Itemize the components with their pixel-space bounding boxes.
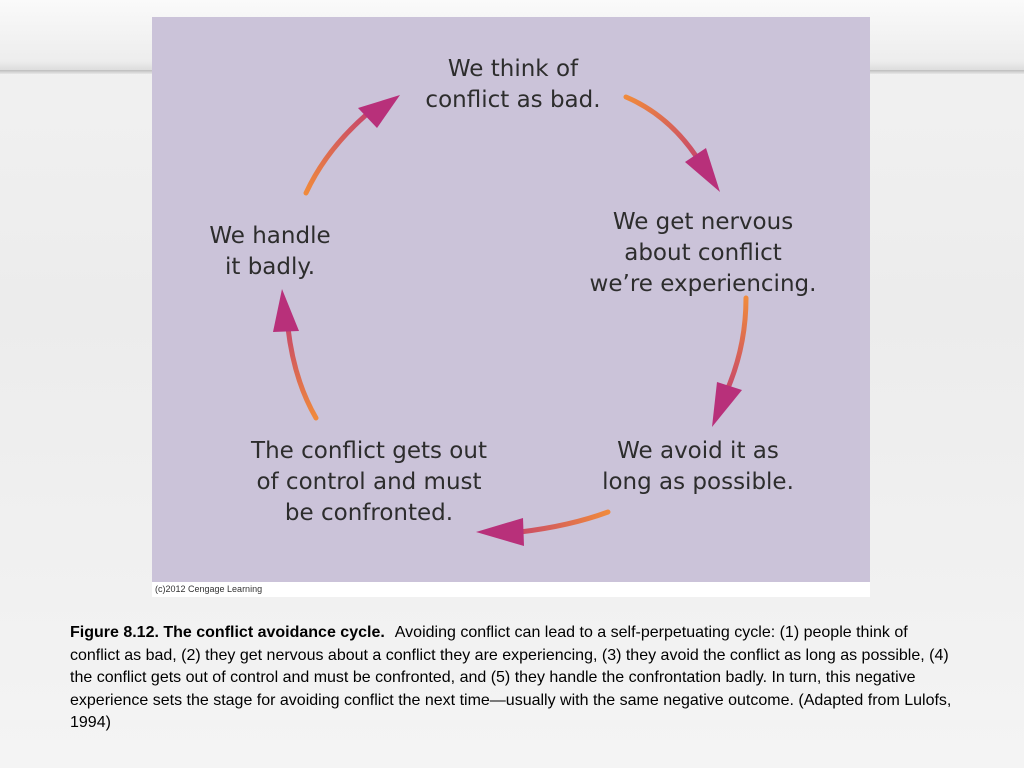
credit-strip (152, 582, 870, 597)
caption-body: Avoiding conflict can lead to a self-per… (70, 624, 952, 731)
node-get-nervous: We get nervous about conflict we’re expe… (589, 209, 817, 297)
node-avoid-it: We avoid it as long as possible. (602, 438, 794, 495)
arrow-5-to-1 (303, 95, 400, 196)
arrow-4-to-5 (273, 289, 319, 421)
copyright-credit: (c)2012 Cengage Learning (155, 584, 263, 594)
node-conflict-out-of-control: The conflict gets out of control and mus… (251, 438, 487, 526)
arrow-3-to-4 (476, 509, 611, 546)
arrow-2-to-3 (712, 295, 749, 427)
figure-caption: Figure 8.12. The conflict avoidance cycl… (70, 622, 960, 735)
cycle-diagram (152, 17, 870, 582)
node-think-conflict-bad: We think of conflict as bad. (425, 56, 601, 113)
arrow-1-to-2 (623, 94, 720, 192)
node-handle-badly: We handle it badly. (209, 223, 331, 280)
caption-title: Figure 8.12. The conflict avoidance cycl… (70, 624, 385, 641)
